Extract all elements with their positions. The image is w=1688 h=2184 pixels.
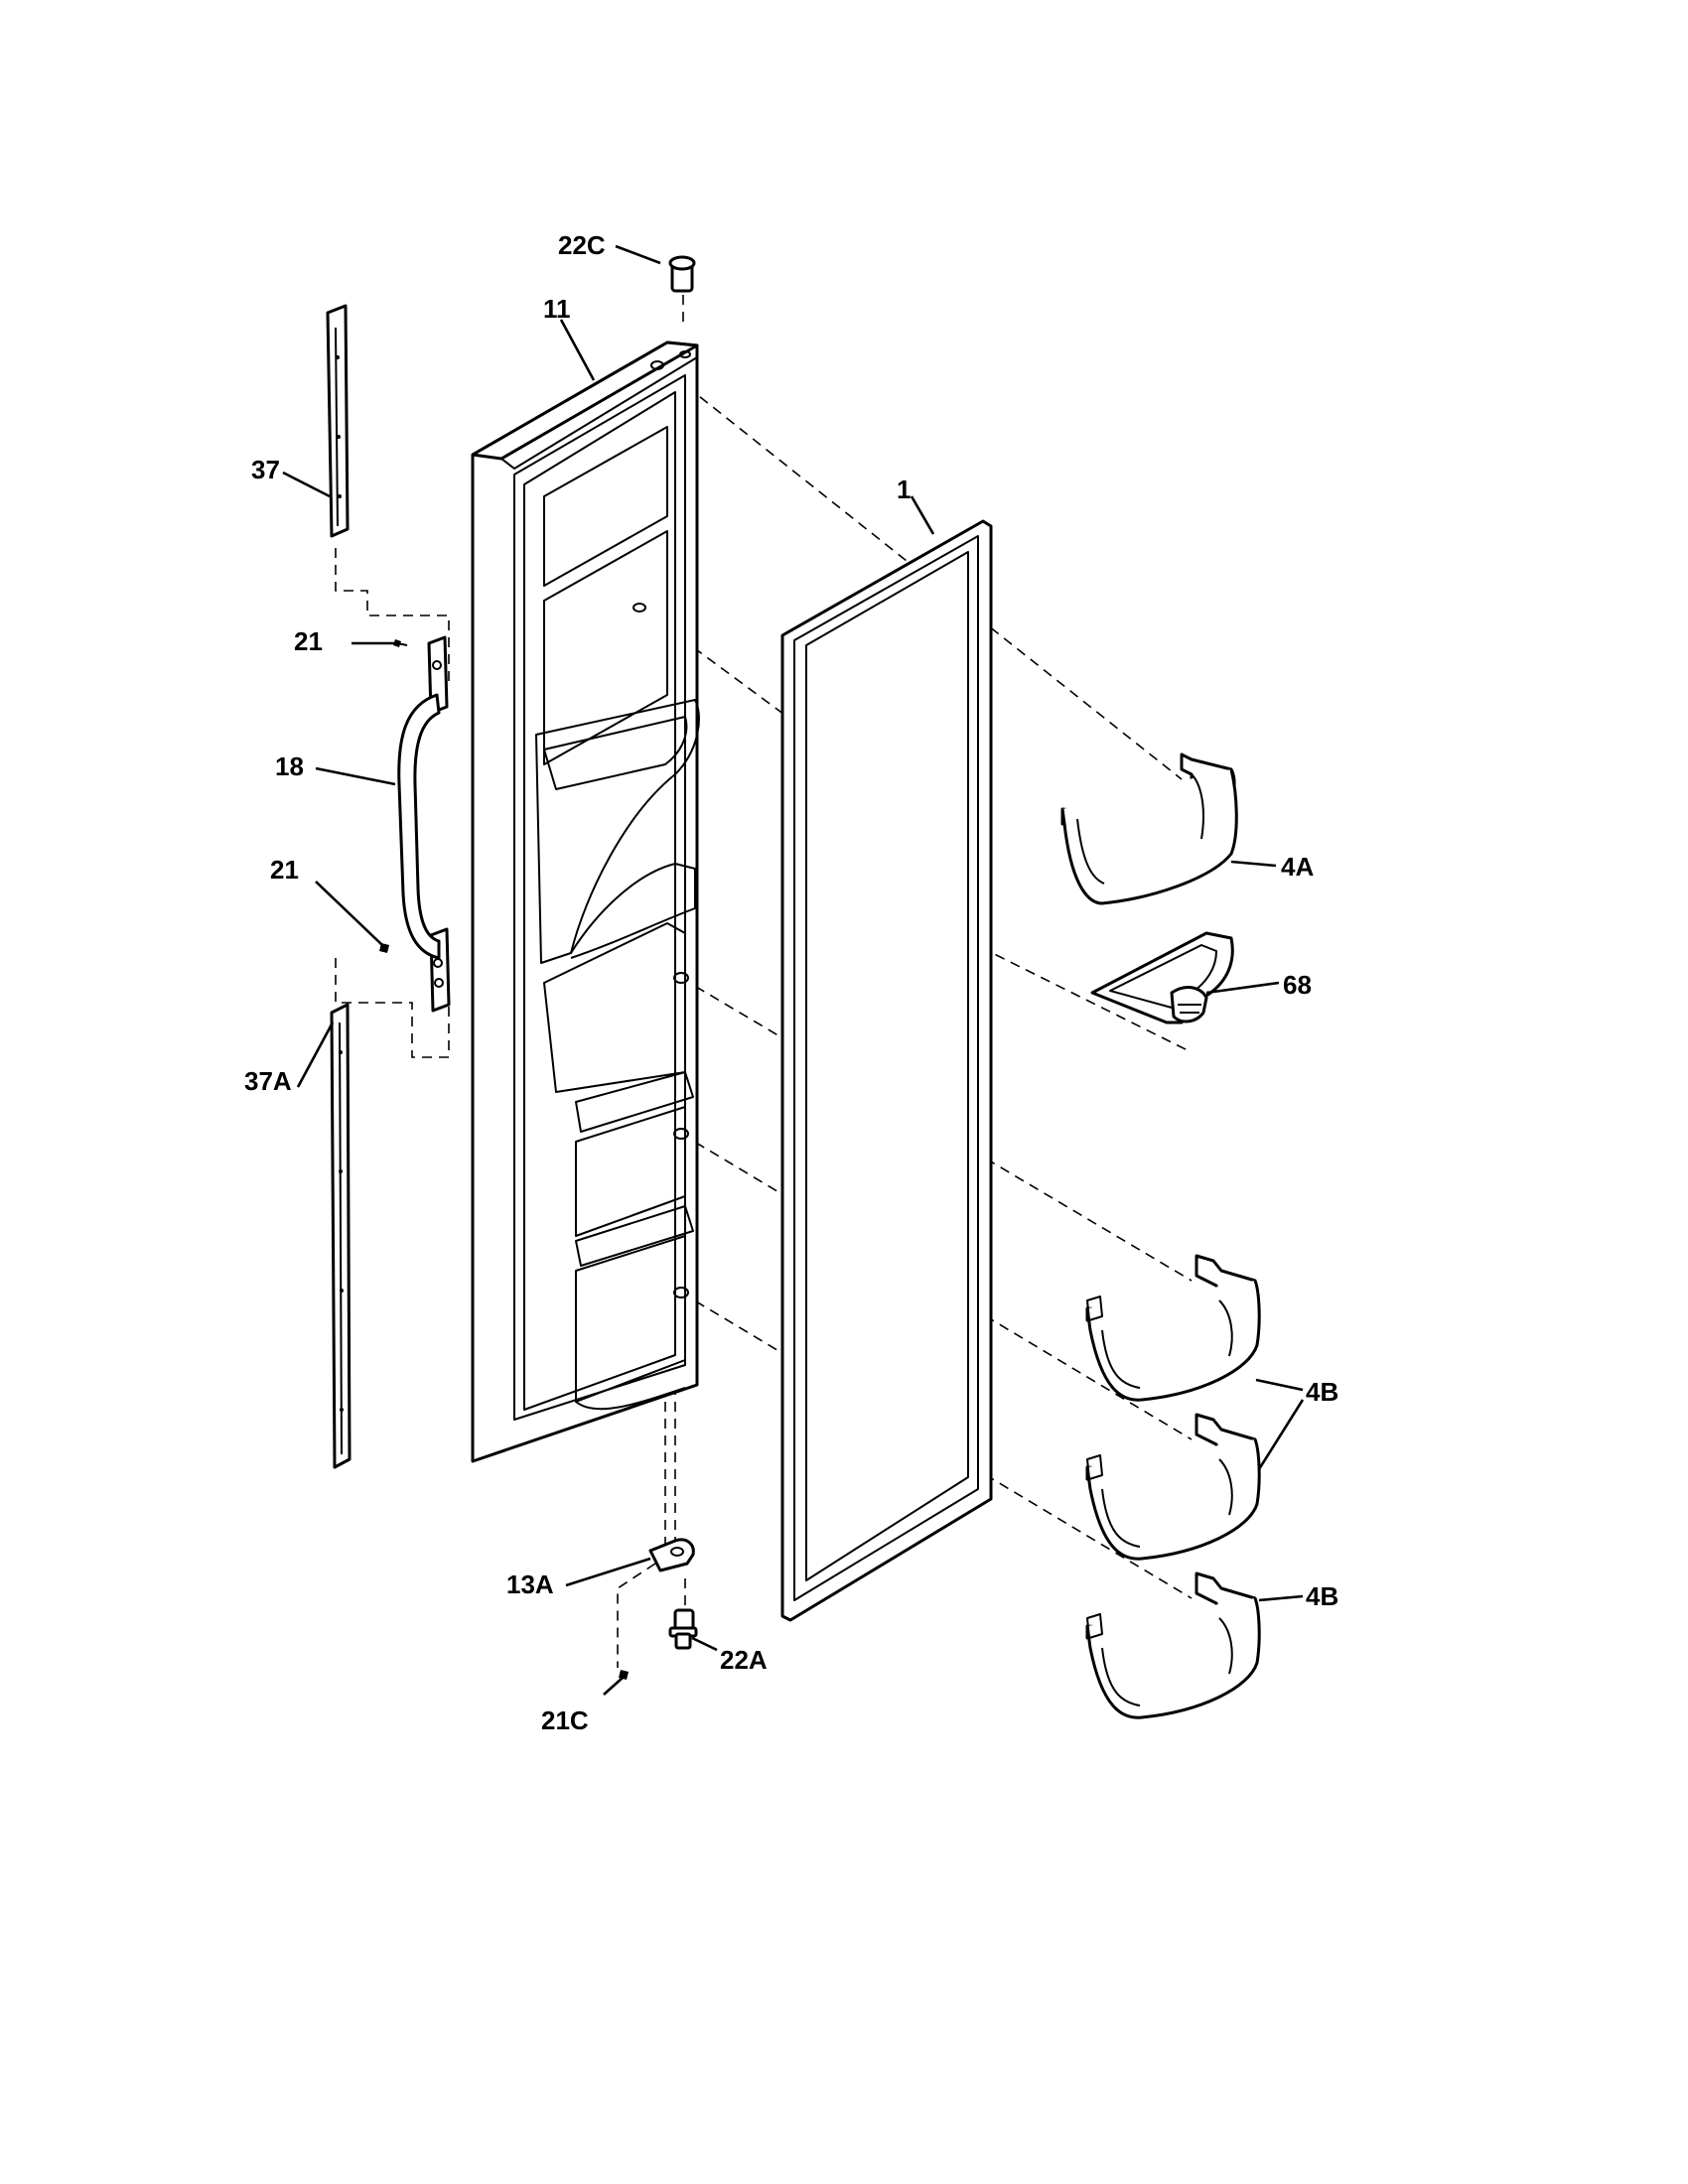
- callout-21-top: 21: [294, 626, 323, 656]
- door-bin-part-4B-middle: [1085, 1413, 1261, 1561]
- door-bin-part-4B-upper: [1085, 1254, 1261, 1402]
- bottom-hinge-pin-part-22A: [668, 1608, 698, 1650]
- callout-68: 68: [1283, 970, 1312, 1000]
- door-gasket-part-1: [780, 519, 993, 1622]
- door-bin-part-4B-lower: [1085, 1571, 1261, 1719]
- dispenser-cup-part-68: [1090, 931, 1234, 1024]
- callout-1: 1: [897, 475, 911, 504]
- callout-4B-single: 4B: [1306, 1581, 1338, 1611]
- callout-37A: 37A: [244, 1066, 292, 1096]
- door-bin-part-4A: [1060, 752, 1238, 905]
- callout-37: 37: [251, 455, 280, 484]
- callout-18: 18: [275, 751, 304, 781]
- callout-22A: 22A: [720, 1645, 768, 1675]
- screw-part-21-top: [393, 639, 408, 647]
- top-hinge-pin-part-22C: [668, 255, 696, 293]
- callout-21C: 21C: [541, 1706, 589, 1735]
- callout-11: 11: [543, 294, 571, 324]
- callout-21-bottom: 21: [270, 855, 299, 885]
- callout-4B-pair: 4B: [1306, 1377, 1338, 1407]
- callout-22C: 22C: [558, 230, 606, 260]
- handle-part-18: [397, 635, 451, 1013]
- top-trim-part-37: [326, 304, 350, 538]
- callout-13A: 13A: [506, 1570, 554, 1599]
- callout-4A: 4A: [1281, 852, 1314, 882]
- bottom-trim-part-37A: [330, 1003, 352, 1469]
- screw-part-21C: [619, 1670, 629, 1680]
- door-liner-part-11: [471, 341, 700, 1463]
- assembly-guide-lines: [335, 261, 1193, 1668]
- hinge-bracket-part-13A: [648, 1538, 695, 1572]
- leader-lines: [282, 244, 1305, 1696]
- callout-labels: 22C 11 37 1 21 18 21 4A 68 37A 4B 4B 13A…: [244, 230, 1338, 1735]
